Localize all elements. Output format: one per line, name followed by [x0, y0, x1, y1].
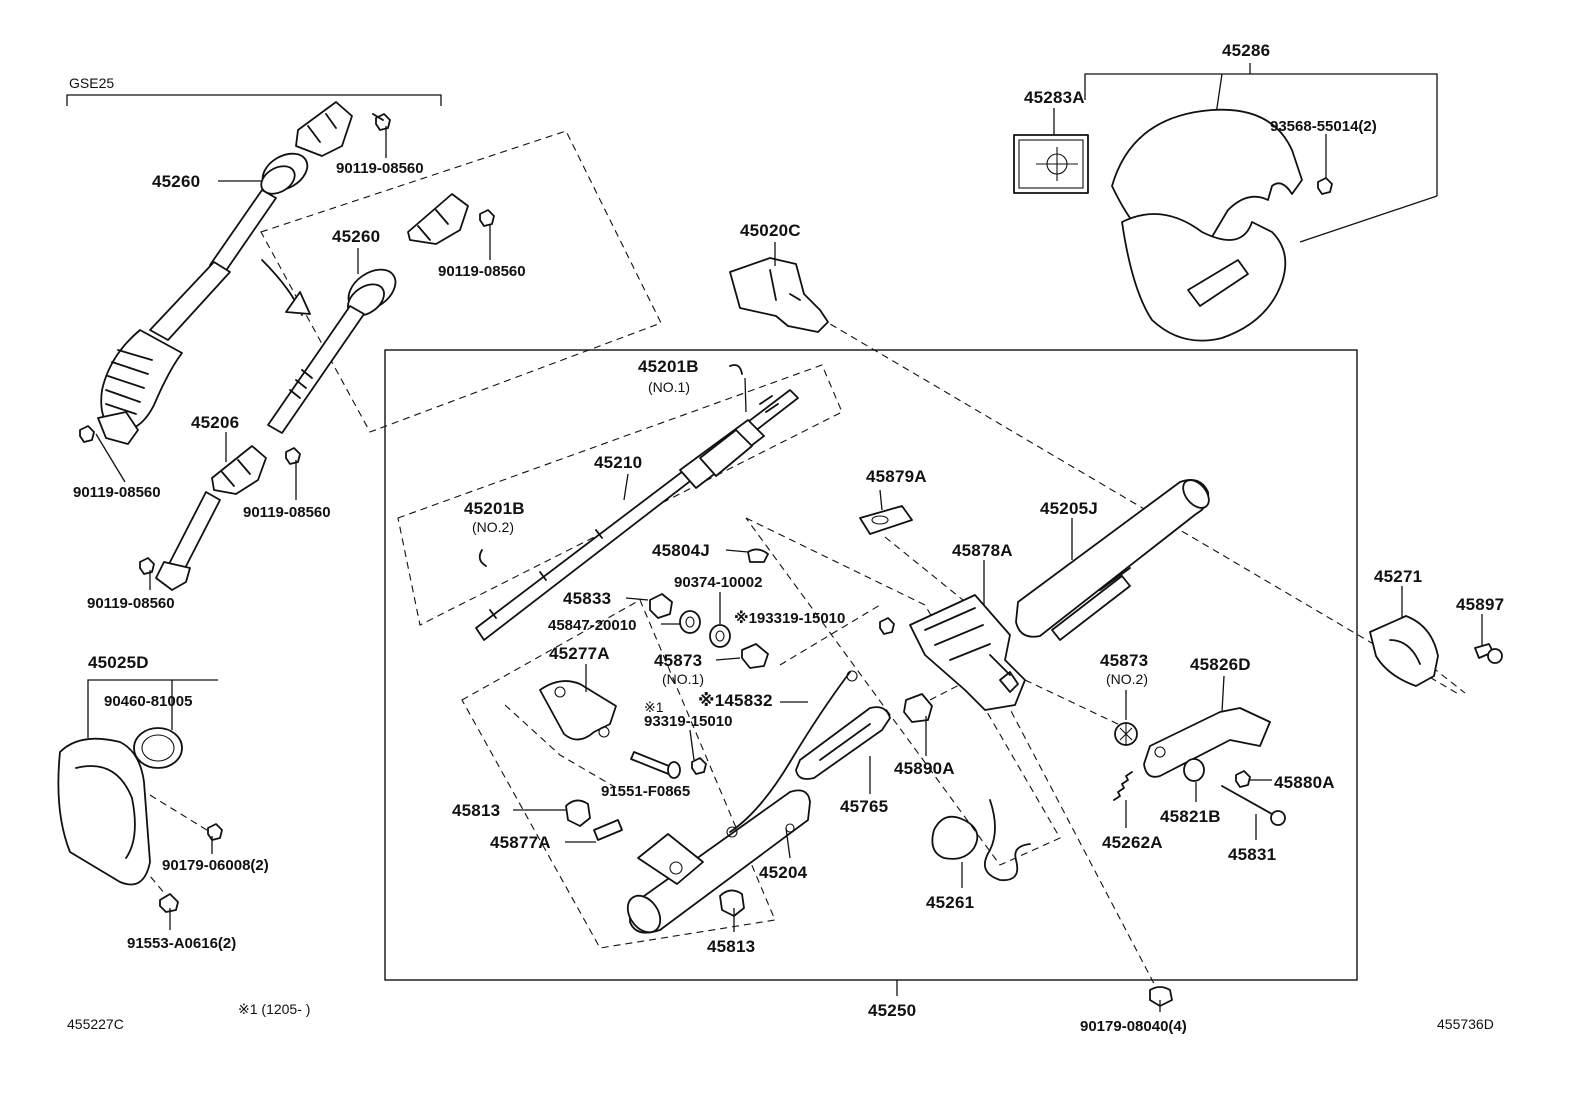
label-45204: 45204: [759, 863, 808, 882]
label-45271: 45271: [1374, 567, 1422, 586]
footer-left-code: 455227C: [67, 1016, 124, 1032]
label-45878a: 45878A: [952, 541, 1013, 560]
label-45201b-no2: 45201B: [464, 499, 525, 518]
label-45260-b: 45260: [332, 227, 380, 246]
emblem-45283a: [1013, 134, 1089, 194]
lever-45826d: [1143, 707, 1271, 778]
wire-45832: [729, 671, 851, 833]
label-45897: 45897: [1456, 595, 1504, 614]
boot-45025d: [57, 727, 183, 886]
label-90374: 90374-10002: [674, 574, 762, 591]
parts: [57, 101, 1503, 1007]
part-45020c: [729, 257, 829, 333]
label-90119-e: 90119-08560: [87, 595, 175, 612]
part-45821b: [1183, 758, 1205, 782]
plate-45879a: [859, 505, 913, 535]
dashed-group-shaft: [260, 130, 662, 433]
label-91553: 91553-A0616(2): [127, 935, 236, 952]
label-90460: 90460-81005: [104, 693, 192, 710]
label-45821b: 45821B: [1160, 807, 1221, 826]
label-90179-06008: 90179-06008(2): [162, 857, 269, 874]
label-star1: ※1: [644, 699, 664, 715]
label-45831: 45831: [1228, 845, 1276, 864]
label-no1-b: (NO.1): [662, 671, 704, 687]
label-93319-b: 93319-15010: [644, 713, 732, 730]
pin-45877a: [593, 819, 623, 841]
leader-lines: [95, 108, 1483, 1012]
label-45765: 45765: [840, 797, 888, 816]
label-45286: 45286: [1222, 41, 1270, 60]
label-90119-d: 90119-08560: [243, 504, 331, 521]
spring-45262a: [1113, 771, 1133, 801]
label-45210: 45210: [594, 453, 642, 472]
spring-45261: [931, 799, 1031, 882]
label-gse25: GSE25: [69, 75, 114, 91]
label-90119-b: 90119-08560: [438, 263, 526, 280]
label-45804j: 45804J: [652, 541, 710, 560]
column-cover-45205j: [1015, 479, 1210, 641]
label-no2-b: (NO.2): [1106, 671, 1148, 687]
label-45206: 45206: [191, 413, 239, 432]
label-90119-a: 90119-08560: [336, 160, 424, 177]
part-labels: GSE25 45260 90119-08560 45260 90119-0856…: [67, 41, 1504, 1035]
tube-45204: [626, 789, 811, 934]
footer-note: ※1 (1205- ): [238, 1001, 310, 1017]
bracket-45286: [1084, 73, 1438, 196]
label-45879a: 45879A: [866, 467, 927, 486]
label-45277a: 45277A: [549, 644, 610, 663]
bracket-45277a: [539, 680, 617, 741]
part-45271: [1369, 615, 1439, 687]
bracket-45878a: [909, 594, 1026, 711]
dashed-group-bracket: [745, 517, 1061, 866]
label-45832: ※145832: [698, 691, 773, 710]
label-45873-no1: 45873: [654, 651, 702, 670]
label-45813-b: 45813: [707, 937, 755, 956]
label-91551: 91551-F0865: [601, 783, 690, 800]
column-cover-45286: [1111, 108, 1303, 342]
label-45283a: 45283A: [1024, 88, 1085, 107]
label-45020c: 45020C: [740, 221, 801, 240]
label-45813-a: 45813: [452, 801, 500, 820]
label-90179-08040: 90179-08040(4): [1080, 1018, 1187, 1035]
main-shaft-45210: [475, 364, 799, 641]
label-45873-no2: 45873: [1100, 651, 1148, 670]
dashed-group-tube: [461, 599, 776, 949]
label-no2-a: (NO.2): [472, 519, 514, 535]
label-no1-a: (NO.1): [648, 379, 690, 395]
label-45890a: 45890A: [894, 759, 955, 778]
label-45205j: 45205J: [1040, 499, 1098, 518]
bolt-45831: [1221, 785, 1273, 815]
label-93319-a: ※193319-15010: [734, 609, 845, 627]
label-45262a: 45262A: [1102, 833, 1163, 852]
label-45260-a: 45260: [152, 172, 200, 191]
dashed-group-main-shaft: [397, 364, 843, 626]
label-45826d: 45826D: [1190, 655, 1251, 674]
label-45877a: 45877A: [490, 833, 551, 852]
label-45261: 45261: [926, 893, 974, 912]
yoke-45206: [155, 445, 267, 591]
label-45201b-no1: 45201B: [638, 357, 699, 376]
column-assembly-frame: [384, 349, 1358, 981]
label-90119-c: 90119-08560: [73, 484, 161, 501]
label-45250: 45250: [868, 1001, 916, 1020]
intermediate-shaft-lower: [267, 193, 469, 434]
label-45025d: 45025D: [88, 653, 149, 672]
label-45880a: 45880A: [1274, 773, 1335, 792]
intermediate-shaft-upper: [97, 101, 353, 445]
label-93568: 93568-55014(2): [1270, 118, 1377, 135]
footer-right-code: 455736D: [1437, 1016, 1494, 1032]
label-45847: 45847-20010: [548, 617, 636, 634]
washers-nuts: [565, 548, 1173, 1007]
gse25-bracket: [66, 94, 442, 106]
label-45833: 45833: [563, 589, 611, 608]
